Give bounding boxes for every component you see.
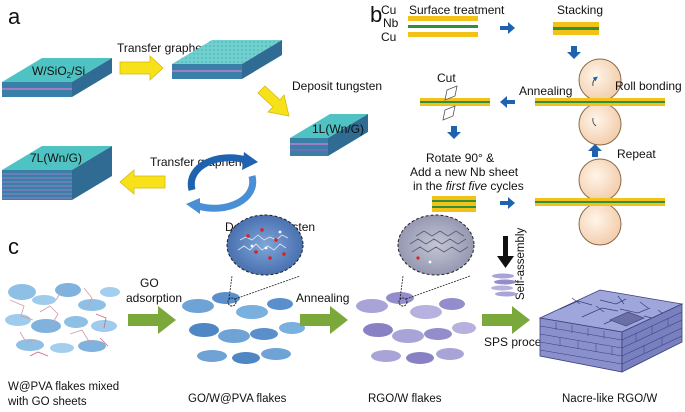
label-rotate-1: Rotate 90° & <box>426 151 494 165</box>
stage-1-flakes <box>5 283 120 357</box>
cut-blade-bottom-icon <box>442 105 456 121</box>
seven-layer-block <box>2 146 112 200</box>
zoom-bubble-go <box>226 214 304 276</box>
label-annealing-c: Annealing <box>296 291 349 305</box>
arrow-go-adsorption <box>128 306 176 334</box>
label-1L: 1L(Wn/G) <box>312 122 364 136</box>
stacked-sheets <box>553 22 599 35</box>
arrow-sps <box>482 306 530 334</box>
one-layer-block <box>290 114 368 156</box>
arrow-b-4 <box>447 126 461 139</box>
nacre-block <box>538 289 684 373</box>
label-deposit-tungsten-right: Deposit tungsten <box>292 79 382 93</box>
arrow-annealing-c <box>300 306 348 334</box>
rolled-strip-2 <box>535 198 665 206</box>
caption-stage-1-line2: with GO sheets <box>7 396 87 408</box>
panel-label-c: c <box>8 234 19 259</box>
substrate-label: W/SiO2/Si <box>32 64 85 80</box>
label-7L: 7L(Wn/G) <box>30 151 82 165</box>
arrow-self-assembly-shaft <box>503 236 508 258</box>
label-annealing-b: Annealing <box>519 84 572 98</box>
arrow-b-1 <box>500 22 515 34</box>
arrow-b-2 <box>567 46 581 59</box>
label-sps-process: SPS process <box>484 335 553 349</box>
panel-label-b: b <box>370 2 382 27</box>
label-cu-bottom: Cu <box>381 30 396 44</box>
sheet-cu-bottom <box>408 32 478 37</box>
label-roll-bonding: Roll bonding <box>615 79 682 93</box>
cut-blade-top-icon <box>444 85 458 101</box>
cut-strip <box>420 98 490 106</box>
new-stack <box>432 196 476 212</box>
caption-stage-4: Nacre-like RGO/W <box>562 393 657 405</box>
label-surface-treatment: Surface treatment <box>409 3 505 17</box>
roll-rotation-1 <box>592 76 598 87</box>
roll-lower-1 <box>578 102 622 146</box>
zoom-bubble-rgo <box>397 214 475 276</box>
label-go-adsorption-1: GO <box>140 276 159 290</box>
caption-stage-2: GO/W@PVA flakes <box>188 393 287 405</box>
label-nb: Nb <box>383 16 399 30</box>
sheet-cu-top <box>408 16 478 21</box>
zoom-marker-3 <box>398 297 408 307</box>
caption-stage-1-line1: W@PVA flakes mixed <box>8 381 119 393</box>
roll-rotation-2 <box>592 117 597 127</box>
label-cut: Cut <box>437 71 456 85</box>
zoom-line-3a <box>399 275 404 300</box>
cycle-arrows-icon <box>186 152 258 214</box>
arrow-b-5 <box>500 197 515 209</box>
stage-2-flakes <box>182 292 305 364</box>
graphene-block <box>172 40 282 79</box>
zoom-marker-2 <box>227 297 237 307</box>
caption-stage-3: RGO/W flakes <box>368 393 442 405</box>
label-rotate-2: Add a new Nb sheet <box>410 165 519 179</box>
label-repeat: Repeat <box>617 147 656 161</box>
arrow-transfer-bottom <box>119 169 166 195</box>
label-rotate-3: in the first five cycles <box>413 179 524 193</box>
arrow-self-assembly-head <box>497 256 514 268</box>
sheet-nb <box>408 25 478 28</box>
roll-lower-2 <box>578 202 622 246</box>
arrow-b-repeat <box>588 144 602 157</box>
substrate-block <box>2 58 112 97</box>
arrow-deposit-right <box>257 85 290 117</box>
stage-3-flakes <box>356 292 476 364</box>
arrow-transfer-top <box>119 55 164 81</box>
panel-label-a: a <box>8 4 21 29</box>
zoom-line-3b <box>405 275 471 300</box>
arrow-b-3 <box>500 96 515 108</box>
zoom-line-2b <box>234 275 301 300</box>
label-go-adsorption-2: adsorption <box>126 291 182 305</box>
label-cu-top: Cu <box>381 3 396 17</box>
zoom-line-2a <box>228 275 233 300</box>
rolled-strip-1 <box>535 98 665 106</box>
stacked-platelets-icon <box>491 273 517 297</box>
label-stacking: Stacking <box>557 3 603 17</box>
label-self-assembly: Self-assembly <box>515 228 527 300</box>
roll-upper-2 <box>578 158 622 202</box>
label-transfer-graphene-top: Transfer graphene <box>117 41 216 55</box>
